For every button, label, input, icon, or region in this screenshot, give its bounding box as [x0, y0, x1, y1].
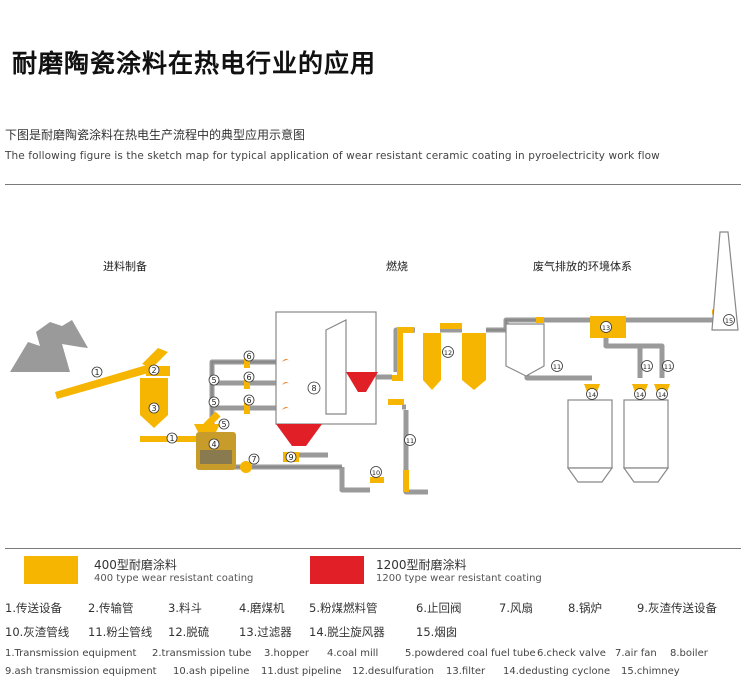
legend-divider [5, 548, 741, 549]
item-en-2: 2.transmission tube [152, 648, 252, 659]
item-cn-9: 9.灰渣传送设备 [637, 601, 717, 615]
boiler [275, 311, 378, 446]
marker-6b: 6 [243, 371, 255, 383]
marker-8: 8 [307, 381, 321, 395]
item-cn-1: 1.传送设备 [5, 601, 62, 615]
item-cn-2: 2.传输管 [88, 601, 134, 615]
svg-text:11: 11 [643, 363, 651, 371]
page-title: 耐磨陶瓷涂料在热电行业的应用 [12, 49, 377, 78]
svg-text:1: 1 [94, 368, 99, 377]
svg-text:6: 6 [246, 373, 251, 382]
marker-11b: 11 [551, 360, 563, 372]
svg-text:11: 11 [664, 363, 672, 371]
marker-7: 7 [248, 453, 260, 465]
marker-13: 13 [600, 321, 612, 333]
svg-text:10: 10 [372, 469, 380, 477]
item-cn-8: 8.锅炉 [568, 601, 602, 615]
item-en-13: 13.filter [446, 666, 486, 677]
svg-text:14: 14 [636, 391, 644, 399]
svg-text:4: 4 [211, 440, 216, 449]
marker-3: 3 [148, 402, 160, 414]
svg-text:5: 5 [221, 420, 226, 429]
svg-text:11: 11 [553, 363, 561, 371]
item-en-11: 11.dust pipeline [261, 666, 342, 677]
svg-text:6: 6 [246, 352, 251, 361]
legend-red-en: 1200 type wear resistant coating [376, 573, 542, 584]
svg-text:1: 1 [169, 434, 174, 443]
svg-text:13: 13 [602, 324, 610, 332]
item-cn-3: 3.料斗 [168, 601, 202, 615]
coal-pile [10, 320, 88, 372]
item-cn-15: 15.烟囱 [416, 625, 458, 639]
item-en-5: 5.powdered coal fuel tube [405, 648, 536, 659]
item-en-6: 6.check valve [537, 648, 606, 659]
marker-4: 4 [208, 438, 220, 450]
item-cn-13: 13.过滤器 [239, 625, 292, 639]
stage-label-exhaust: 废气排放的环境体系 [533, 259, 632, 273]
item-cn-10: 10.灰渣管线 [5, 625, 70, 639]
svg-text:2: 2 [151, 366, 156, 375]
legend-yellow-cn: 400型耐磨涂料 [94, 558, 177, 572]
item-en-12: 12.desulfuration [352, 666, 434, 677]
svg-text:14: 14 [658, 391, 666, 399]
marker-11d: 11 [662, 360, 674, 372]
item-cn-11: 11.粉尘管线 [88, 625, 153, 639]
marker-5b: 5 [208, 396, 220, 408]
marker-11a: 11 [404, 434, 416, 446]
svg-text:8: 8 [311, 384, 316, 393]
item-en-15: 15.chimney [621, 666, 680, 677]
subtitle-chinese: 下图是耐磨陶瓷涂料在热电生产流程中的典型应用示意图 [5, 128, 306, 142]
marker-5c: 5 [218, 418, 230, 430]
item-cn-5: 5.粉煤燃料管 [309, 601, 378, 615]
stage-label-feed: 进料制备 [103, 259, 147, 273]
item-cn-7: 7.风扇 [499, 601, 533, 615]
svg-text:3: 3 [151, 404, 156, 413]
item-cn-14: 14.脱尘旋风器 [309, 625, 385, 639]
exhaust-equipment [505, 231, 739, 483]
legend-yellow-en: 400 type wear resistant coating [94, 573, 254, 584]
svg-text:15: 15 [725, 317, 733, 325]
top-divider [5, 184, 741, 185]
svg-text:11: 11 [406, 437, 414, 445]
marker-6a: 6 [243, 350, 255, 362]
marker-11c: 11 [641, 360, 653, 372]
legend-red-cn: 1200型耐磨涂料 [376, 558, 467, 572]
marker-12: 12 [442, 346, 454, 358]
subtitle-english: The following figure is the sketch map f… [5, 150, 660, 162]
marker-14a: 14 [586, 388, 598, 400]
item-en-14: 14.dedusting cyclone [503, 666, 611, 677]
marker-14b: 14 [634, 388, 646, 400]
marker-9: 9 [285, 451, 297, 463]
item-en-1: 1.Transmission equipment [5, 648, 137, 659]
marker-10: 10 [370, 466, 382, 478]
item-cn-12: 12.脱硫 [168, 625, 210, 639]
item-en-3: 3.hopper [264, 648, 309, 659]
marker-5a: 5 [208, 374, 220, 386]
svg-text:14: 14 [588, 391, 596, 399]
legend-swatch-yellow [24, 556, 78, 584]
marker-1: 1 [91, 366, 103, 378]
svg-text:9: 9 [288, 453, 293, 462]
marker-1b: 1 [166, 432, 178, 444]
item-en-7: 7.air fan [615, 648, 657, 659]
svg-text:5: 5 [211, 398, 216, 407]
item-en-10: 10.ash pipeline [173, 666, 250, 677]
svg-text:6: 6 [246, 396, 251, 405]
item-en-8: 8.boiler [670, 648, 708, 659]
marker-6c: 6 [243, 394, 255, 406]
marker-15: 15 [723, 314, 735, 326]
item-en-9: 9.ash transmission equipment [5, 666, 157, 677]
svg-text:12: 12 [444, 349, 452, 357]
item-cn-6: 6.止回阀 [416, 601, 462, 615]
legend-swatch-red [310, 556, 364, 584]
marker-14c: 14 [656, 388, 668, 400]
svg-text:5: 5 [211, 376, 216, 385]
number-markers: 1 2 3 1 4 5 5 5 6 6 6 7 8 9 10 11 12 11 … [91, 314, 735, 478]
stage-label-combustion: 燃烧 [386, 259, 408, 273]
marker-2: 2 [148, 364, 160, 376]
item-en-4: 4.coal mill [327, 648, 379, 659]
item-cn-4: 4.磨煤机 [239, 601, 285, 615]
svg-text:7: 7 [251, 455, 256, 464]
